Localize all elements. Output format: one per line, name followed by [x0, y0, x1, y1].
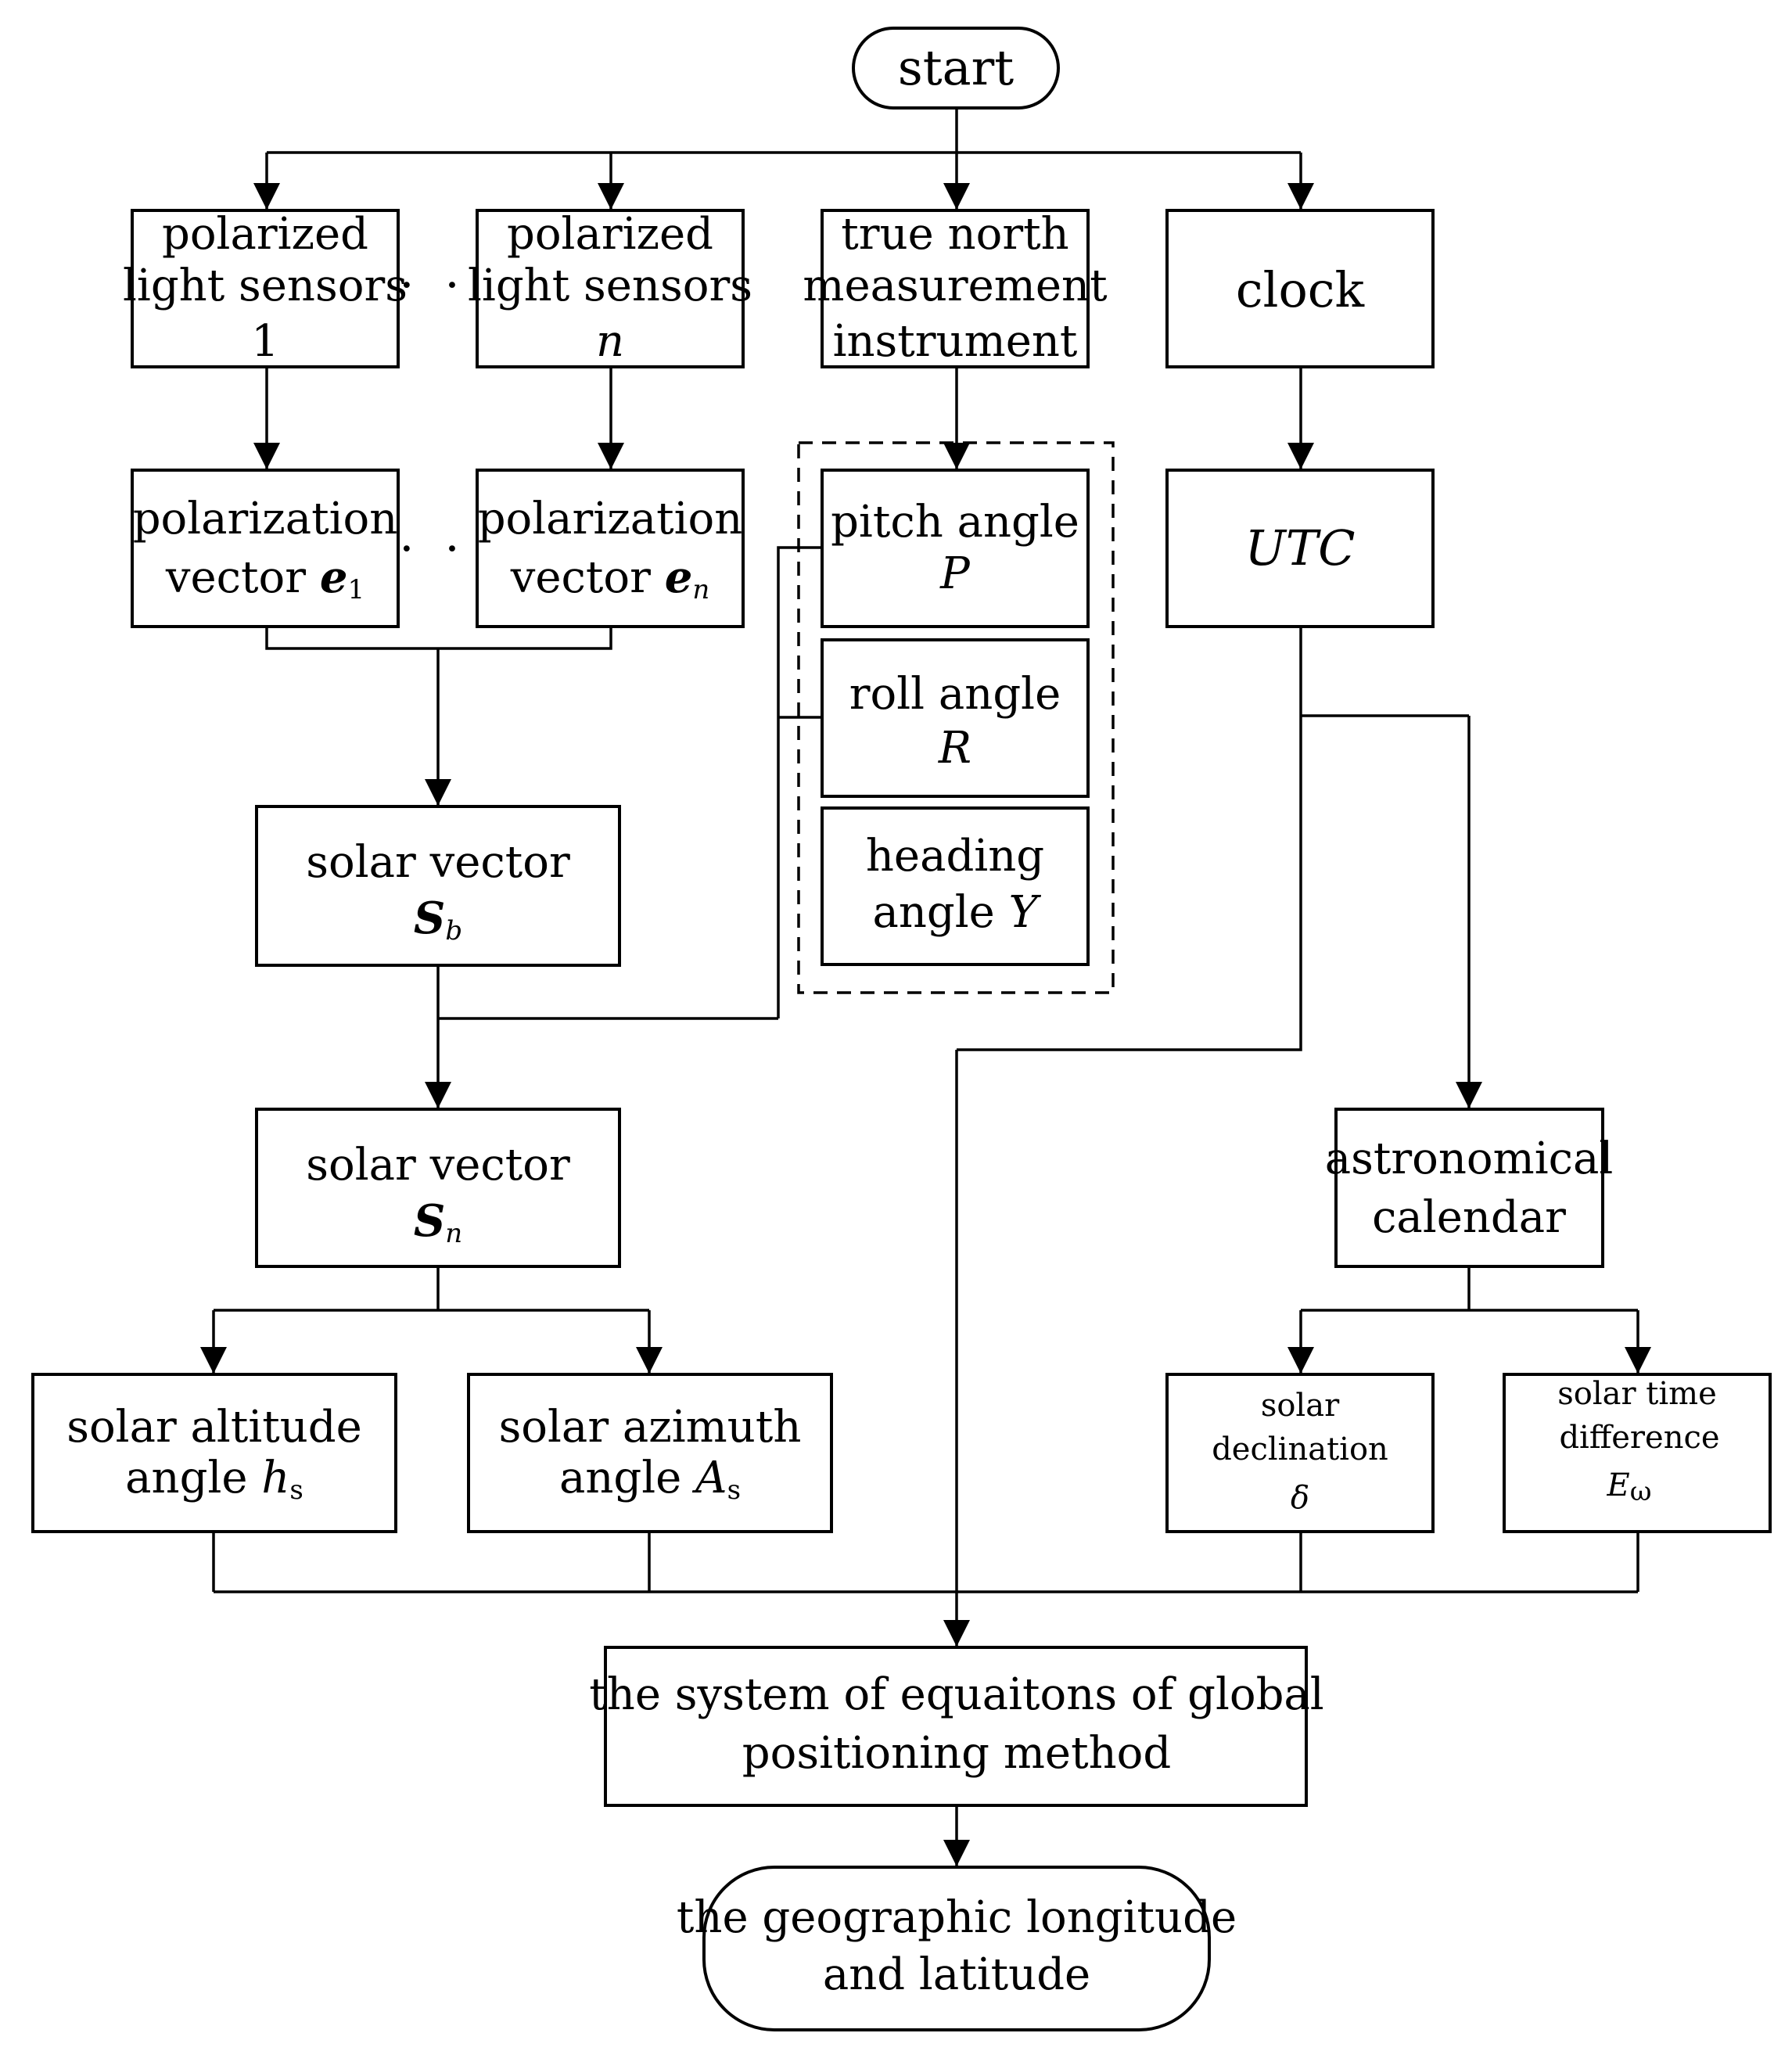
- node-start: start: [852, 27, 1060, 110]
- node-roll-angle: roll angle R: [821, 638, 1090, 798]
- vec1-line1: polarization: [133, 494, 398, 544]
- solarb-line1: solar vector: [306, 837, 570, 888]
- node-pitch-angle: pitch angle P: [821, 469, 1090, 628]
- truenorth-line2: measurement: [803, 260, 1108, 311]
- calendar-line1: astronomical: [1325, 1133, 1614, 1184]
- vec1-line2: vector e1: [165, 551, 365, 605]
- declination-line2: declination: [1212, 1431, 1388, 1467]
- node-clock: clock: [1165, 209, 1435, 368]
- connector-vectors-join: [265, 627, 612, 650]
- solarn-line1: solar vector: [306, 1140, 570, 1191]
- node-sensor-1: polarized light sensors 1: [123, 209, 408, 368]
- sensor1-line2: light sensors: [123, 260, 408, 311]
- connectors: [200, 108, 1651, 1866]
- declination-symbol: δ: [1291, 1480, 1309, 1516]
- utc-label: UTC: [1244, 519, 1355, 577]
- node-astronomical-calendar: astronomical calendar: [1325, 1108, 1614, 1268]
- calendar-line2: calendar: [1372, 1192, 1566, 1243]
- timediff-line1: solar time: [1557, 1376, 1717, 1412]
- node-vector-e1: polarization vector e1: [131, 469, 400, 628]
- node-solar-altitude: solar altitude angle hs: [31, 1373, 397, 1533]
- vecN-line1: polarization: [478, 494, 743, 544]
- sensorN-line2: light sensors: [468, 260, 752, 311]
- output-line2: and latitude: [823, 1949, 1090, 2000]
- timediff-symbol: Eω: [1607, 1467, 1652, 1507]
- connector-pitch-left: [777, 546, 822, 1018]
- solarn-line2: Sn: [414, 1195, 462, 1249]
- node-sensor-n: polarized light sensors n: [468, 209, 752, 368]
- declination-line1: solar: [1261, 1388, 1340, 1424]
- node-equations: the system of equaitons of global positi…: [589, 1646, 1324, 1807]
- node-solar-azimuth: solar azimuth angle As: [467, 1373, 833, 1533]
- attitude-group-frame: [797, 441, 1115, 994]
- pitch-line1: pitch angle: [831, 497, 1079, 548]
- heading-line1: heading: [866, 831, 1044, 882]
- timediff-line2: difference: [1559, 1420, 1719, 1456]
- node-solar-declination: solar declination δ: [1165, 1373, 1435, 1533]
- pitch-symbol: P: [939, 548, 971, 599]
- node-utc: UTC: [1165, 469, 1435, 628]
- altitude-line1: solar altitude: [66, 1402, 362, 1453]
- equations-line1: the system of equaitons of global: [589, 1669, 1323, 1720]
- node-solar-vector-sn: solar vector Sn: [255, 1108, 621, 1268]
- truenorth-line1: true north: [841, 209, 1068, 260]
- altitude-line2: angle hs: [125, 1453, 303, 1506]
- vecN-line2: vector en: [510, 551, 709, 605]
- sensorN-line1: polarized: [507, 209, 713, 260]
- start-label: start: [898, 39, 1014, 96]
- roll-symbol: R: [938, 723, 971, 774]
- sensor1-line1: polarized: [162, 209, 368, 260]
- output-line1: the geographic longitude: [677, 1892, 1237, 1943]
- azimuth-line2: angle As: [559, 1453, 741, 1506]
- heading-line2: angle Y: [872, 887, 1041, 938]
- truenorth-line3: instrument: [833, 316, 1078, 367]
- solarb-line2: Sb: [414, 893, 462, 946]
- clock-label: clock: [1236, 261, 1365, 318]
- connector-utc-down: [957, 627, 1302, 1051]
- node-true-north: true north measurement instrument: [803, 209, 1108, 368]
- node-vector-en: polarization vector en: [476, 469, 745, 628]
- node-solar-time-difference: solar time difference Eω: [1503, 1373, 1772, 1533]
- azimuth-line1: solar azimuth: [499, 1402, 802, 1453]
- sensorN-line3: n: [596, 316, 624, 367]
- roll-line1: roll angle: [849, 669, 1061, 720]
- equations-line2: positioning method: [742, 1728, 1171, 1779]
- sensor1-line3: 1: [251, 316, 279, 367]
- node-output: the geographic longitude and latitude: [677, 1866, 1237, 2031]
- node-heading-angle: heading angle Y: [821, 806, 1090, 966]
- node-solar-vector-sb: solar vector Sb: [255, 805, 621, 967]
